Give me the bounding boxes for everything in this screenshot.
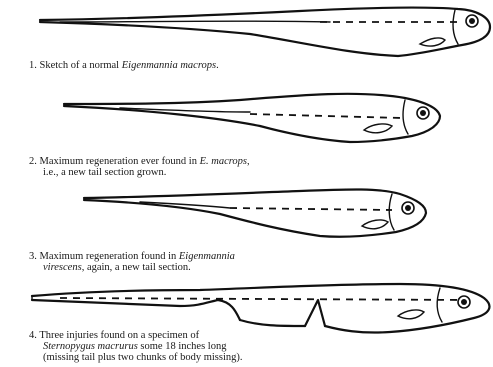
caption-1-end: . <box>216 60 219 71</box>
fish-4-sketch <box>32 284 489 333</box>
caption-3-genus: Eigenmannia <box>179 251 235 262</box>
caption-4-species: Sternopygus macrurus <box>43 341 138 352</box>
fish-1-sketch <box>40 8 490 56</box>
caption-4-line1: Three injuries found on a specimen of <box>39 330 199 341</box>
caption-2-comma: , <box>247 156 250 167</box>
caption-1-species: Eigenmannia macrops <box>122 60 216 71</box>
caption-3-species: virescens <box>43 262 82 273</box>
caption-4: 4. Three injuries found on a specimen of… <box>29 330 243 363</box>
caption-2: 2. Maximum regeneration ever found in E.… <box>29 156 250 178</box>
caption-1: 1. Sketch of a normal Eigenmannia macrop… <box>29 60 219 71</box>
caption-3-number: 3. <box>29 251 37 262</box>
caption-3-text: Maximum regeneration found in <box>40 251 179 262</box>
fish-3-sketch <box>84 189 426 236</box>
caption-2-text: Maximum regeneration ever found in <box>40 156 200 167</box>
caption-1-number: 1. <box>29 60 37 71</box>
caption-2-line2: i.e., a new tail section grown. <box>29 167 250 178</box>
caption-3: 3. Maximum regeneration found in Eigenma… <box>29 251 235 273</box>
caption-3-line2-text: , again, a new tail section. <box>82 262 191 273</box>
caption-2-number: 2. <box>29 156 37 167</box>
fish-2-sketch <box>64 94 440 142</box>
caption-4-number: 4. <box>29 330 37 341</box>
caption-1-text: Sketch of a normal <box>40 60 122 71</box>
caption-2-species: E. macrops <box>200 156 247 167</box>
caption-4-line3: (missing tail plus two chunks of body mi… <box>29 352 243 363</box>
caption-4-line2-text: some 18 inches long <box>138 341 227 352</box>
